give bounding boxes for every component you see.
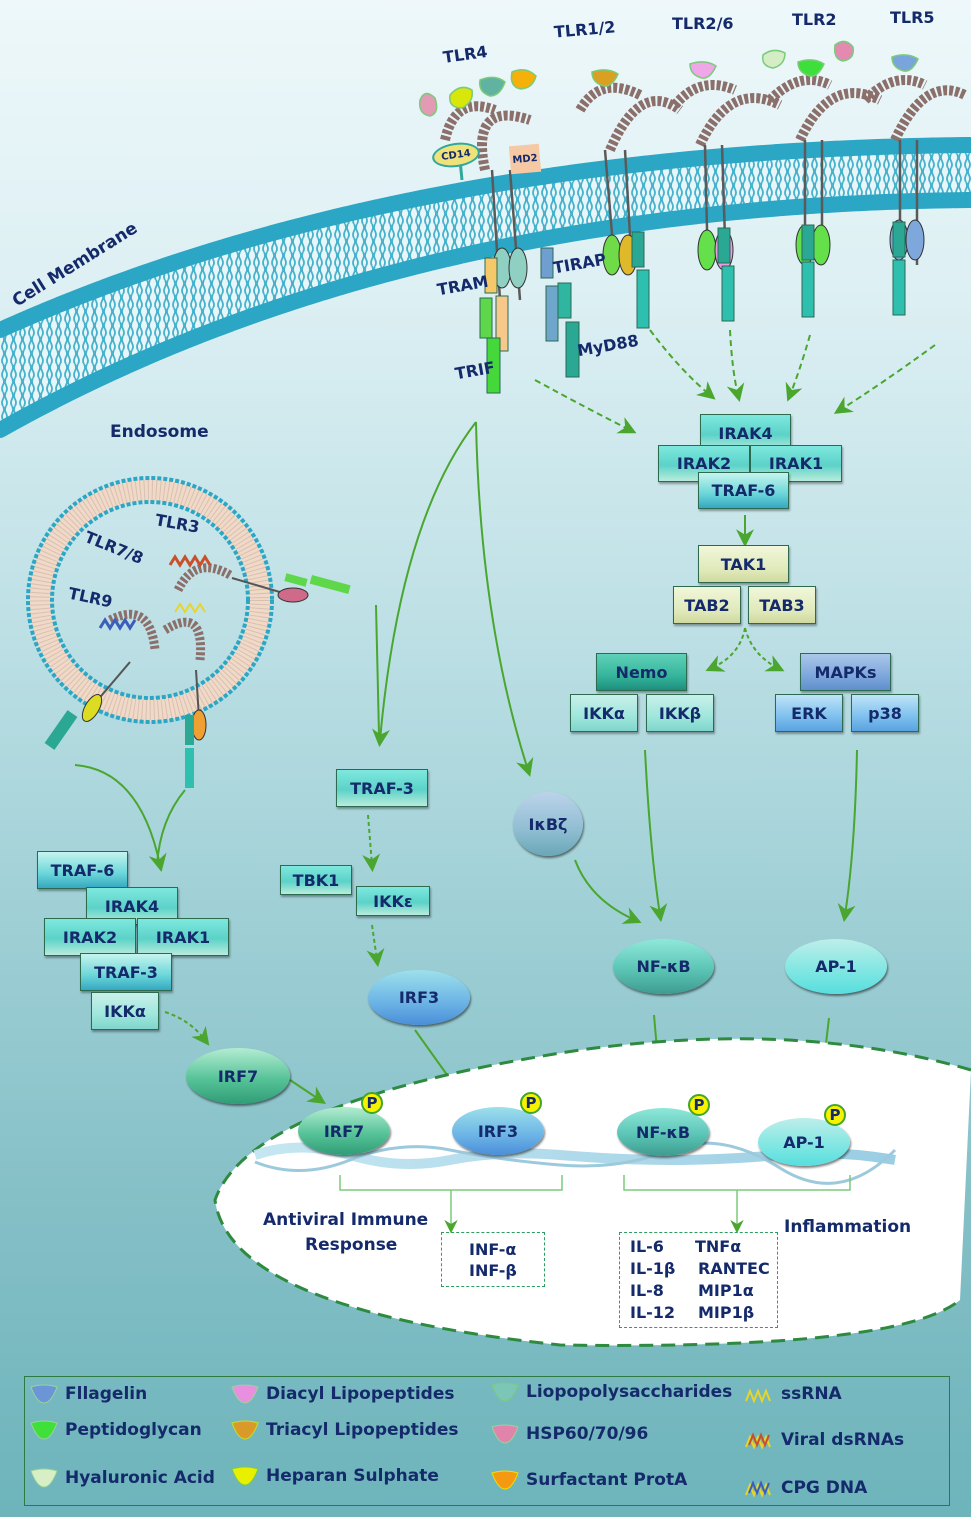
ikbz-node: IκBζ bbox=[513, 792, 583, 856]
cell-membrane bbox=[0, 137, 971, 438]
legend-label: Triacyl Lipopeptides bbox=[266, 1420, 459, 1440]
endosomal-receptors bbox=[44, 554, 351, 788]
legend-item-diacyl-lipopeptides: Diacyl Lipopeptides bbox=[230, 1383, 454, 1405]
irf3-nucleus: IRF3 bbox=[452, 1107, 544, 1155]
legend-item-heparan-sulphate: Heparan Sulphate bbox=[230, 1465, 439, 1487]
nfkb-cytoplasm: NF-κB bbox=[613, 939, 714, 994]
legend-label: Hyaluronic Acid bbox=[65, 1468, 215, 1488]
phospho-badge-nfkb: P bbox=[688, 1094, 710, 1116]
lipopolysaccharide-ligand-icon bbox=[491, 1382, 519, 1402]
ap1-nucleus: AP-1 bbox=[758, 1118, 850, 1166]
legend-label: Viral dsRNAs bbox=[781, 1430, 905, 1450]
tab3-box: TAB3 bbox=[748, 586, 816, 624]
legend-item-viral-dsrnas: Viral dsRNAs bbox=[745, 1429, 904, 1451]
phospho-badge-ap1: P bbox=[824, 1104, 846, 1126]
irf7-nucleus: IRF7 bbox=[298, 1107, 390, 1155]
tlr2-label: TLR2 bbox=[792, 10, 837, 29]
legend-item-ssrna: ssRNA bbox=[745, 1383, 842, 1405]
product-il8: IL-8 bbox=[630, 1281, 664, 1300]
legend-label: Fllagelin bbox=[65, 1384, 148, 1404]
hyaluronic-acid-ligand-icon bbox=[30, 1468, 58, 1488]
legend-label: CPG DNA bbox=[781, 1478, 868, 1498]
arrow-myd88-to-irak bbox=[534, 379, 637, 434]
heparan-sulphate-ligand-icon bbox=[231, 1466, 259, 1486]
legend-item-hyaluronic-acid: Hyaluronic Acid bbox=[29, 1467, 215, 1489]
endo-irak1-box: IRAK1 bbox=[137, 918, 229, 956]
tak1-box: TAK1 bbox=[698, 545, 789, 583]
adaptor-proteins bbox=[479, 221, 906, 394]
legend-item-peptidoglycan: Peptidoglycan bbox=[29, 1419, 202, 1441]
legend-item-flagellin: Fllagelin bbox=[29, 1383, 147, 1405]
tlr2-6-label: TLR2/6 bbox=[672, 14, 734, 33]
endo-traf3-box: TRAF-3 bbox=[80, 953, 172, 991]
surface-receptor-structures bbox=[440, 75, 968, 172]
hsp-ligand-icon bbox=[491, 1424, 519, 1444]
ikke-box: IKKε bbox=[356, 886, 430, 916]
nucleus bbox=[213, 1037, 971, 1347]
p38-box: p38 bbox=[851, 694, 919, 732]
product-tnfa: TNFα bbox=[695, 1237, 742, 1256]
ssrna-icon bbox=[745, 1388, 771, 1404]
legend-label: Liopopolysaccharides bbox=[526, 1382, 733, 1402]
inflammation-title: Inflammation bbox=[784, 1217, 912, 1237]
ligands bbox=[418, 40, 919, 117]
product-mip1a: MIP1α bbox=[698, 1281, 754, 1300]
surfactant-prota-ligand-icon bbox=[491, 1470, 519, 1490]
endo-irak2-box: IRAK2 bbox=[44, 918, 136, 956]
ikkb-box: IKKβ bbox=[646, 694, 714, 732]
phospho-badge-irf7: P bbox=[361, 1092, 383, 1114]
antiviral-title-line2: Response bbox=[305, 1235, 398, 1255]
viral-dsrna-icon bbox=[745, 1432, 771, 1450]
product-rantec: RANTEC bbox=[698, 1259, 770, 1278]
antiviral-products-box: INF-α INF-β bbox=[441, 1232, 545, 1287]
legend-item-cpg-dna: CPG DNA bbox=[745, 1477, 867, 1499]
legend-label: HSP60/70/96 bbox=[526, 1424, 649, 1444]
inflammation-products-box: IL-6 IL-1β IL-8 IL-12 TNFα RANTEC MIP1α … bbox=[619, 1232, 778, 1328]
legend-item-surfactant-prota: Surfactant ProtA bbox=[490, 1469, 687, 1491]
endo-traf6-box: TRAF-6 bbox=[37, 851, 128, 889]
tlr5-label: TLR5 bbox=[890, 8, 935, 27]
product-inf-alpha: INF-α bbox=[469, 1240, 517, 1259]
legend-label: Peptidoglycan bbox=[65, 1420, 202, 1440]
legend-item-triacyl-lipopeptides: Triacyl Lipopeptides bbox=[230, 1419, 458, 1441]
product-il6: IL-6 bbox=[630, 1237, 664, 1256]
nfkb-nucleus: NF-κB bbox=[617, 1108, 709, 1156]
irf3-cytoplasm: IRF3 bbox=[368, 970, 470, 1025]
endosome-label: Endosome bbox=[110, 422, 209, 442]
irf7-cytoplasm: IRF7 bbox=[186, 1048, 290, 1104]
endosome-vesicle bbox=[26, 476, 274, 724]
tab2-box: TAB2 bbox=[673, 586, 741, 624]
legend-label: Diacyl Lipopeptides bbox=[266, 1384, 455, 1404]
erk-box: ERK bbox=[775, 694, 843, 732]
diacyl-lipopeptide-ligand-icon bbox=[231, 1384, 259, 1404]
product-il1b: IL-1β bbox=[630, 1259, 676, 1278]
legend: Fllagelin Peptidoglycan Hyaluronic Acid … bbox=[24, 1376, 950, 1506]
legend-label: Surfactant ProtA bbox=[526, 1470, 688, 1490]
legend-label: ssRNA bbox=[781, 1384, 842, 1404]
flagellin-ligand-icon bbox=[30, 1384, 58, 1404]
product-il12: IL-12 bbox=[630, 1303, 676, 1322]
legend-item-hsp: HSP60/70/96 bbox=[490, 1423, 648, 1445]
phospho-badge-irf3: P bbox=[520, 1092, 542, 1114]
mapks-box: MAPKs bbox=[800, 653, 891, 691]
ikka-box: IKKα bbox=[570, 694, 638, 732]
ap1-cytoplasm: AP-1 bbox=[785, 939, 887, 994]
product-mip1b: MIP1β bbox=[698, 1303, 755, 1322]
traf3-box: TRAF-3 bbox=[336, 769, 428, 807]
tbk1-box: TBK1 bbox=[280, 865, 352, 895]
cpg-dna-icon bbox=[745, 1480, 771, 1498]
product-inf-beta: INF-β bbox=[469, 1261, 517, 1280]
pathway-arrows bbox=[74, 329, 936, 1106]
endo-ikka-box: IKKα bbox=[91, 992, 159, 1030]
peptidoglycan-ligand-icon bbox=[30, 1420, 58, 1440]
md2-coreceptor: MD2 bbox=[508, 143, 542, 175]
triacyl-lipopeptide-ligand-icon bbox=[231, 1420, 259, 1440]
traf6-box: TRAF-6 bbox=[698, 472, 789, 509]
nemo-box: Nemo bbox=[596, 653, 687, 691]
legend-item-lipopolysaccharides: Liopopolysaccharides bbox=[490, 1381, 732, 1403]
legend-label: Heparan Sulphate bbox=[266, 1466, 439, 1486]
antiviral-title: Antiviral Immune bbox=[263, 1210, 429, 1230]
